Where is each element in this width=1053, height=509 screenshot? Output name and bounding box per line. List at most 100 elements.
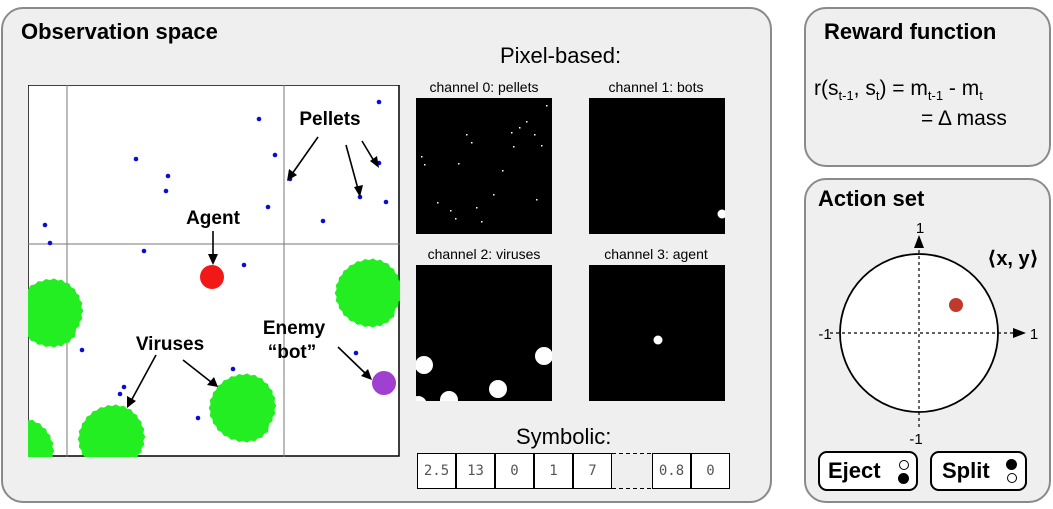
axis-label-bottom: -1	[909, 431, 922, 448]
split-button[interactable]: Split	[930, 451, 1027, 491]
eq-minus: - m	[943, 77, 980, 100]
channel-3-agent-image	[589, 265, 725, 401]
channel-1-bots-image	[589, 98, 727, 234]
pellet	[230, 366, 236, 372]
pellet	[353, 350, 359, 356]
channel-2-viruses-image	[409, 265, 553, 414]
arrow-virus-2	[182, 359, 212, 383]
annotation-arrows	[130, 136, 375, 402]
action-set-title: Action set	[818, 186, 925, 211]
pellet	[163, 188, 169, 194]
channel-2-label: channel 2: viruses	[427, 246, 541, 262]
arrow-pellet-3	[361, 140, 375, 162]
pellet	[376, 99, 382, 105]
viruses	[28, 258, 400, 457]
eq-prefix: r(s	[814, 77, 839, 100]
eq-sub-t: t	[875, 88, 880, 104]
eq-sub-t1: t-1	[838, 88, 854, 104]
pellet	[42, 222, 48, 228]
symbolic-cell: 13	[456, 453, 495, 489]
arrowhead	[370, 156, 379, 168]
pixel-based-title: Pixel-based:	[500, 43, 622, 68]
enemy-bot-cell	[372, 371, 396, 395]
action-vector-dot	[949, 298, 963, 312]
arrowhead	[354, 185, 363, 197]
action-set-panel: Action set 1 -1 -1 1 ⟨x, y⟩ Eject Split	[804, 178, 1051, 503]
eject-button[interactable]: Eject	[818, 451, 918, 491]
virus	[28, 278, 84, 348]
channel-1-dots	[717, 209, 727, 219]
arrow-pellet-2	[345, 144, 359, 190]
channel-3-label: channel 3: agent	[604, 246, 708, 262]
channel-3-dots	[653, 335, 663, 345]
label-enemy: Enemy	[263, 318, 326, 339]
channel-2-dots	[409, 347, 553, 414]
arrowhead	[361, 369, 372, 380]
symbolic-vector: 2.5 13 0 1 7 0.8 0	[417, 453, 737, 489]
symbolic-cell: 7	[573, 453, 612, 489]
action-circle-plot: 1 -1 -1 1 ⟨x, y⟩	[818, 220, 1039, 448]
axis-label-left: -1	[818, 326, 831, 343]
eject-label: Eject	[828, 458, 881, 483]
vector-label: ⟨x, y⟩	[987, 248, 1039, 270]
symbolic-cell: 1	[534, 453, 573, 489]
reward-function-panel: Reward function r(st-1, st) = mt-1 - mt …	[804, 7, 1051, 167]
symbolic-cell: 0	[691, 453, 730, 489]
observation-space-panel: Observation space	[1, 7, 772, 503]
eq-comma: , s	[853, 77, 876, 100]
symbolic-cell: 0.8	[652, 453, 691, 489]
symbolic-title: Symbolic:	[516, 424, 612, 449]
split-label: Split	[942, 458, 990, 483]
x-axis-arrowhead	[1013, 328, 1026, 338]
pellet	[320, 218, 326, 224]
arrow-heads	[127, 156, 379, 408]
observation-space-title: Observation space	[21, 19, 218, 44]
pellet	[121, 384, 127, 390]
symbolic-cell: 0	[495, 453, 534, 489]
label-viruses: Viruses	[136, 334, 204, 355]
pellet	[47, 240, 53, 246]
virus	[77, 404, 146, 457]
channel-0-label: channel 0: pellets	[429, 79, 539, 95]
agent-cell	[200, 265, 224, 289]
arrowhead	[287, 169, 297, 181]
y-axis-arrowhead	[914, 235, 924, 248]
split-toggle-icon	[1006, 459, 1018, 485]
pellet	[141, 248, 147, 254]
axis-label-right: 1	[1030, 326, 1038, 343]
arrowhead	[127, 396, 136, 408]
channel-1-label: channel 1: bots	[608, 79, 704, 95]
arrowhead	[208, 254, 218, 265]
pellet	[165, 173, 171, 179]
eq-sub-tb: t	[979, 88, 983, 104]
pellet	[117, 391, 123, 397]
label-agent: Agent	[186, 208, 241, 229]
eq-mid: ) = m	[879, 77, 928, 100]
pellet	[241, 262, 247, 268]
pellet	[272, 152, 278, 158]
reward-equation-line2: = Δ mass	[921, 107, 1007, 130]
arrow-virus-1	[130, 354, 157, 402]
arrow-enemy	[337, 346, 367, 375]
channel-0-pellets-image	[416, 98, 552, 234]
virus	[208, 373, 277, 443]
axis-label-top: 1	[916, 220, 924, 237]
pellet	[133, 156, 139, 162]
virus	[334, 258, 400, 328]
label-bot: “bot”	[268, 342, 317, 363]
symbolic-cell: 2.5	[417, 453, 456, 489]
pellet	[256, 116, 262, 122]
pellet	[265, 204, 271, 210]
pellet	[195, 415, 201, 421]
eject-toggle-icon	[898, 459, 910, 485]
virus	[28, 419, 55, 457]
label-pellets: Pellets	[299, 109, 360, 130]
game-view: Pellets Agent Viruses Enemy “bot”	[28, 85, 400, 457]
reward-function-title: Reward function	[824, 19, 997, 44]
reward-equation-line1: r(st-1, st) = mt-1 - mt	[814, 77, 983, 103]
arrow-pellet-1	[291, 136, 319, 175]
pellet	[79, 347, 85, 353]
eq-sub-t1b: t-1	[927, 88, 944, 104]
pellet	[383, 199, 389, 205]
symbolic-ellipsis-dash	[612, 453, 652, 489]
